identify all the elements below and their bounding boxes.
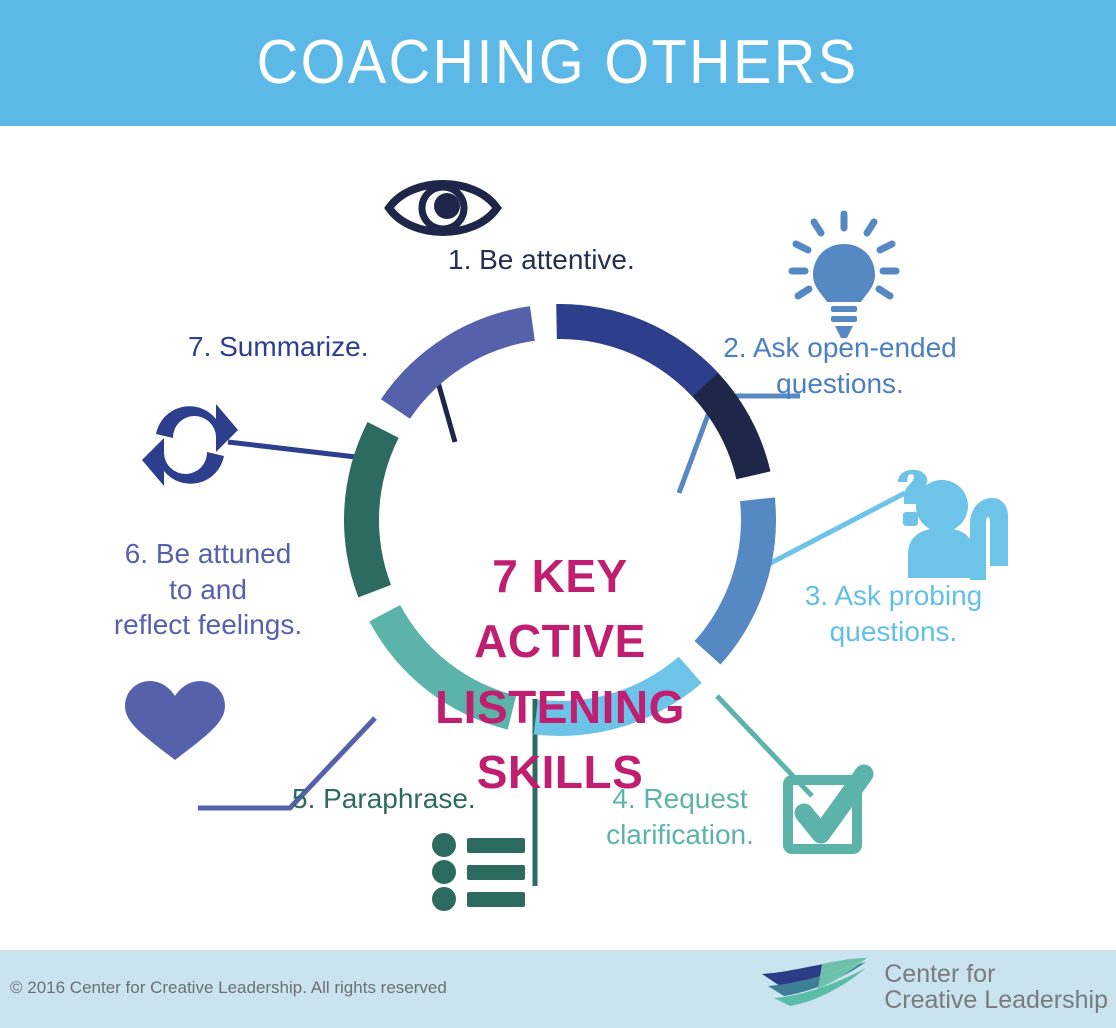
ccl-logo-line2: Creative Leadership <box>884 986 1108 1014</box>
page-title: COACHING OTHERS <box>257 28 859 97</box>
heart-icon <box>125 681 225 760</box>
ring-segment-6 <box>380 306 535 419</box>
ccl-swoosh-icon <box>762 958 868 1006</box>
ring-segment-4 <box>369 604 517 730</box>
bullet-list-icon <box>432 833 525 911</box>
leader-line-7 <box>227 439 357 460</box>
ring-segment-7 <box>556 304 718 397</box>
ccl-logo-line1: Center for <box>884 960 996 988</box>
eye-icon <box>384 180 502 236</box>
step-label-5: 5. Paraphrase. <box>292 783 476 814</box>
ring-segment-2 <box>694 497 776 665</box>
ring-segments <box>343 304 776 736</box>
lightbulb-icon <box>788 210 900 338</box>
cycle-diagram <box>125 180 1008 911</box>
header-banner: COACHING OTHERS <box>0 0 1116 126</box>
person-question-icon <box>898 469 1008 580</box>
ccl-logo: Center for Creative Leadership <box>754 956 1108 1018</box>
step-label-6: 6. Be attuned to and reflect feelings. <box>113 538 303 641</box>
ring-segment-3 <box>533 656 702 736</box>
step-label-7: 7. Summarize. <box>188 331 369 362</box>
ring-segment-5 <box>343 421 399 598</box>
step-label-1: 1. Be attentive. <box>448 244 635 275</box>
footer-bar: © 2016 Center for Creative Leadership. A… <box>0 950 1116 1028</box>
step-label-4: 4. Request clarification. <box>606 783 754 850</box>
center-title: 7 KEY ACTIVE LISTENING SKILLS <box>435 550 685 798</box>
ccl-logo-text: Center for Creative Leadership <box>884 961 1108 1013</box>
diagram-stage: 7 KEY ACTIVE LISTENING SKILLS 1. Be atte… <box>0 126 1116 950</box>
step-label-2: 2. Ask open-ended questions. <box>723 332 957 399</box>
refresh-cycle-icon <box>142 404 238 486</box>
leader-line-6 <box>198 716 377 811</box>
step-label-3: 3. Ask probing questions. <box>804 580 983 647</box>
copyright-text: © 2016 Center for Creative Leadership. A… <box>10 978 447 997</box>
checkbox-check-icon <box>783 764 874 854</box>
